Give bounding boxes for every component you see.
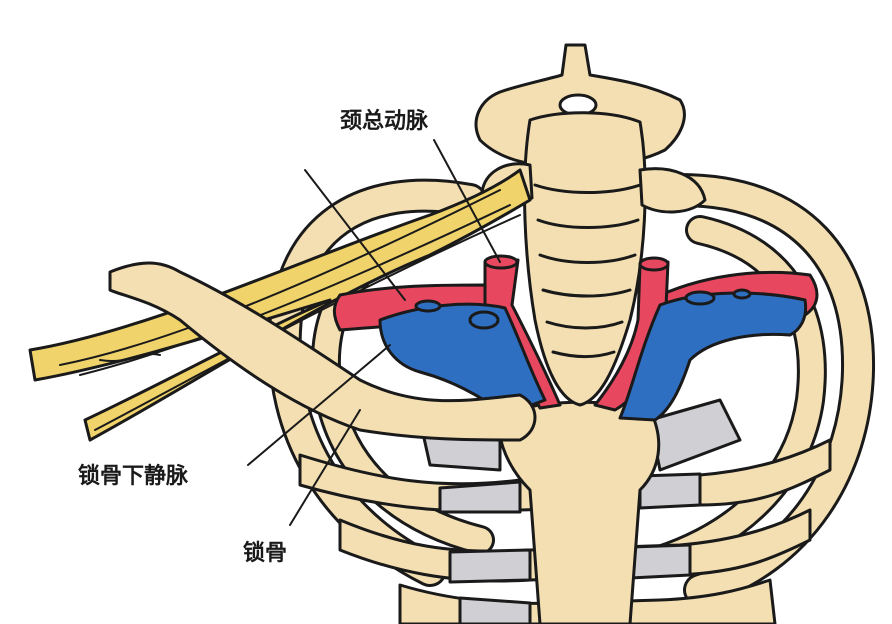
clavicle xyxy=(108,261,537,442)
label-subclavian-vein: 锁骨下静脉 xyxy=(78,464,189,489)
left-vessels xyxy=(332,254,562,417)
leader-lines xyxy=(247,139,501,526)
vein-right xyxy=(618,291,808,422)
leader-extra xyxy=(304,169,406,301)
right-vessels xyxy=(593,256,819,422)
vein-left-subclavian xyxy=(378,302,547,417)
label-clavicle: 锁骨 xyxy=(243,541,288,566)
sternum xyxy=(497,400,661,624)
leader-clavicle xyxy=(289,409,361,526)
cartilage-left-3 xyxy=(458,596,532,624)
leader-subclavian-vein xyxy=(247,344,391,466)
label-common-carotid-artery: 颈总动脉 xyxy=(340,109,429,134)
vertebral-column xyxy=(474,43,707,407)
transverse-process-right xyxy=(638,167,707,214)
vertebral-body xyxy=(523,111,647,407)
leader-carotid xyxy=(433,139,501,263)
cartilage-left-2 xyxy=(448,548,532,584)
cartilage-right-2 xyxy=(628,543,692,580)
cartilage-left-1 xyxy=(438,480,522,514)
